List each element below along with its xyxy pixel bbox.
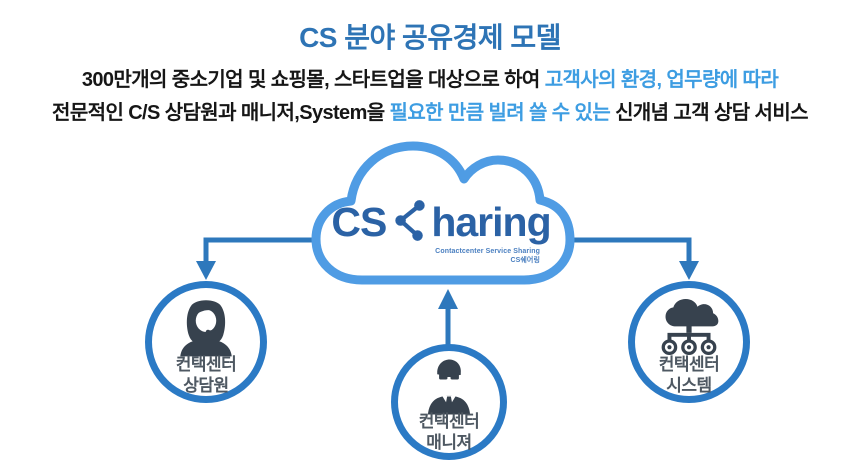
node-contact-center-system: 컨택센터 시스템 xyxy=(628,281,750,403)
logo-cs-text: CS xyxy=(331,198,387,245)
node-contact-center-agent: 컨택센터 상담원 xyxy=(145,281,267,403)
cs-sharing-logo: CS haring xyxy=(306,198,576,245)
arrow-cloud-to-system xyxy=(552,237,699,280)
manager-label-line1: 컨택센터 xyxy=(418,412,480,431)
agent-headset-icon xyxy=(180,300,232,357)
cloud-network-icon xyxy=(661,298,719,356)
manager-label-line2: 매니져 xyxy=(426,433,472,452)
subtitle-line1: 300만개의 중소기업 및 쇼핑몰, 스타트업을 대상으로 하여 고객사의 환경… xyxy=(0,63,860,92)
tagline-kr: CS쉐어링 xyxy=(510,257,540,264)
arrow-manager-to-cloud xyxy=(438,289,458,345)
manager-icon xyxy=(427,359,471,415)
subtitle-line2-dark2: 신개념 고객 상담 서비스 xyxy=(615,102,808,124)
manager-label: 컨택센터 매니져 xyxy=(398,411,500,453)
subtitle-line1-accent: 고객사의 환경, 업무량에 따라 xyxy=(544,69,779,91)
system-label-line2: 시스템 xyxy=(666,376,712,395)
node-contact-center-manager: 컨택센터 매니져 xyxy=(391,344,507,460)
cloud-icon xyxy=(311,141,575,285)
subtitle-line2-accent: 필요한 만큼 빌려 쓸 수 있는 xyxy=(389,102,616,124)
arrow-cloud-to-agent xyxy=(196,237,330,280)
share-s-icon xyxy=(395,200,426,241)
subtitle-line1-dark: 300만개의 중소기업 및 쇼핑몰, 스타트업을 대상으로 하여 xyxy=(81,69,545,91)
cs-sharing-cloud: CS haring Contactcenter Service Sharing … xyxy=(306,124,576,292)
logo-sharing-text: haring xyxy=(431,198,551,245)
agent-label: 컨택센터 상담원 xyxy=(152,354,260,396)
subtitle-line2: 전문적인 C/S 상담원과 매니저,System을 필요한 만큼 빌려 쓸 수 … xyxy=(0,96,860,125)
agent-label-line1: 컨택센터 xyxy=(175,355,237,374)
logo-tagline: Contactcenter Service Sharing CS쉐어링 xyxy=(435,247,540,265)
agent-label-line2: 상담원 xyxy=(183,376,229,395)
system-label-line1: 컨택센터 xyxy=(658,355,720,374)
tagline-en: Contactcenter Service Sharing xyxy=(435,248,540,255)
system-label: 컨택센터 시스템 xyxy=(635,354,743,396)
subtitle-line2-dark1: 전문적인 C/S 상담원과 매니저,System을 xyxy=(52,102,390,124)
page-title: CS 분야 공유경제 모델 xyxy=(299,22,561,53)
